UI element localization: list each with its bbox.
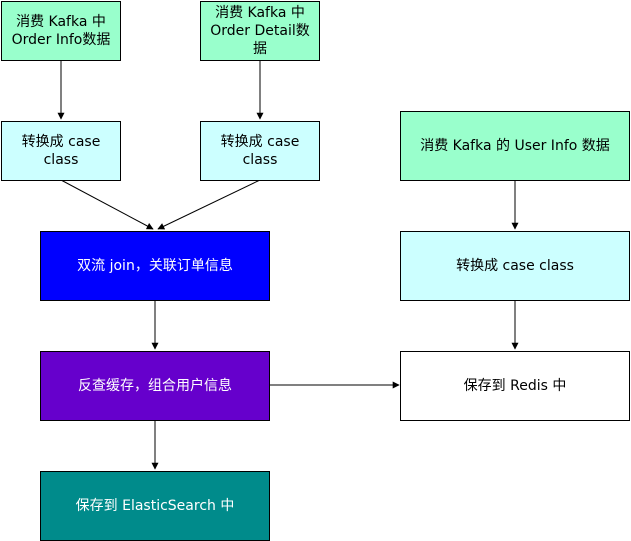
node-case-class-1: 转换成 case class	[1, 121, 121, 181]
node-save-redis: 保存到 Redis 中	[400, 351, 630, 421]
node-case-class-1-line1: 转换成 case	[21, 134, 101, 150]
node-case-class-2: 转换成 case class	[200, 121, 320, 181]
node-case-class-3-label: 转换成 case class	[456, 258, 574, 274]
node-case-class-3: 转换成 case class	[400, 231, 630, 301]
node-user-info: 消费 Kafka 的 User Info 数据	[400, 111, 630, 181]
node-user-info-label: 消费 Kafka 的 User Info 数据	[420, 138, 610, 154]
edge-case-class-1-to-join	[60, 179, 154, 230]
edge-case-class-2-to-join	[157, 179, 261, 230]
node-save-redis-label: 保存到 Redis 中	[463, 378, 567, 394]
node-save-es-label: 保存到 ElasticSearch 中	[75, 498, 235, 514]
node-dual-join-label: 双流 join，关联订单信息	[77, 258, 233, 274]
node-order-detail-line2: Order Detail数据	[210, 23, 310, 57]
node-order-detail-line1: 消费 Kafka 中	[215, 5, 305, 21]
node-case-class-2-line2: class	[242, 152, 278, 168]
node-order-detail: 消费 Kafka 中 Order Detail数据	[200, 1, 320, 61]
node-order-info: 消费 Kafka 中 Order Info数据	[1, 1, 121, 61]
node-reverse-cache: 反查缓存，组合用户信息	[40, 351, 270, 421]
node-order-info-line2: Order Info数据	[11, 32, 111, 48]
node-reverse-cache-label: 反查缓存，组合用户信息	[78, 378, 232, 394]
node-order-info-line1: 消费 Kafka 中	[16, 14, 106, 30]
node-case-class-2-line1: 转换成 case	[220, 134, 300, 150]
node-case-class-1-line2: class	[43, 152, 79, 168]
node-save-es: 保存到 ElasticSearch 中	[40, 471, 270, 541]
node-dual-join: 双流 join，关联订单信息	[40, 231, 270, 301]
